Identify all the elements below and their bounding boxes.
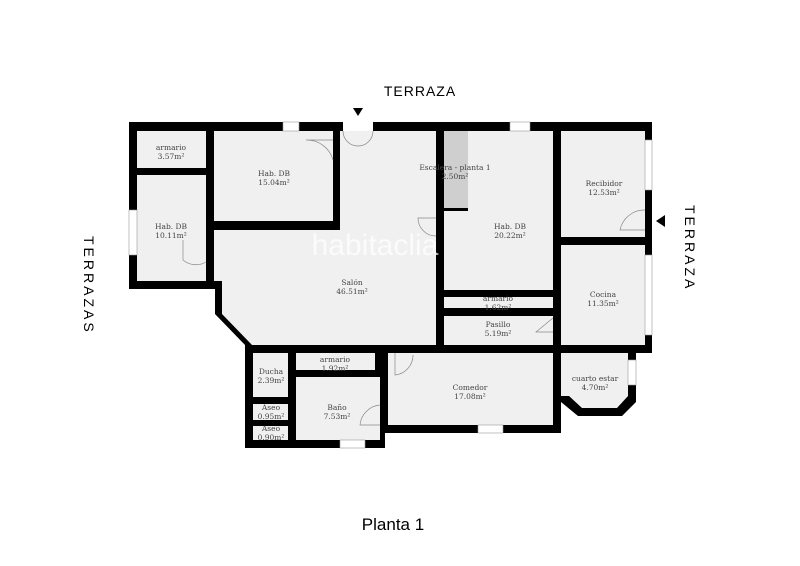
room-name-label: Ducha [259,367,284,376]
room-name-label: Escalera - planta 1 [419,163,490,172]
room-area-label: 15.04m² [258,178,290,187]
door-swing [342,130,374,147]
door-swing [305,139,334,161]
window [644,254,653,336]
room-escalera [444,131,468,208]
room-name-label: Baño [327,403,347,412]
floor-title: Planta 1 [362,515,424,534]
room-hab-db-15 [214,131,333,221]
room-area-label: 1.62m² [485,303,512,312]
room-name-label: Hab. DB [155,222,188,231]
door-swing [394,353,414,376]
room-area-label: 17.08m² [454,392,486,401]
room-area-label: 2.50m² [442,172,469,181]
room-area-label: 12.53m² [588,188,620,197]
watermark: habitaclia [312,229,439,262]
room-salon [222,131,436,345]
room-cuarto-estar [561,353,628,408]
room-area-label: 1.92m² [322,364,349,373]
room-name-label: cuarto estar [572,374,619,383]
door-swing [417,217,437,237]
room-name-label: Cocina [590,290,617,299]
room-hab-db-10 [137,175,206,281]
room-area-label: 5.19m² [485,329,512,338]
room-hab-db-20 [468,131,553,211]
room-aseo-1 [253,404,288,420]
top-terrace-label: TERRAZA [384,83,456,99]
door-swing [359,404,381,426]
room-area-label: 11.35m² [587,299,619,308]
room-salon-left [214,230,224,281]
room-name-label: Hab. DB [258,169,291,178]
left-terrace-label: TERRAZAS [81,236,97,335]
room-area-label: 3.57m² [158,152,185,161]
room-area-label: 20.22m² [494,231,526,240]
room-name-label: Comedor [453,383,488,392]
room-name-label: Pasillo [486,320,511,329]
window [339,439,366,449]
door-swing [619,209,646,231]
entrance-arrow-icon [353,108,363,116]
room-area-label: 0.95m² [258,412,285,421]
window [627,359,637,386]
room-cocina [561,245,645,345]
window [128,209,138,256]
window [282,121,300,132]
entrance-arrow-icon [656,215,665,227]
room-armario-1 [137,131,206,168]
room-comedor [388,353,553,425]
room-armario-3 [296,353,375,370]
room-name-label: Hab. DB [494,222,527,231]
room-ducha [253,353,288,397]
right-terrace-label: TERRAZA [682,205,698,291]
room-armario-2 [444,297,553,308]
room-area-label: 0.90m² [258,433,285,442]
window [644,139,653,191]
room-name-label: Recibidor [586,179,623,188]
door-swing [535,317,554,333]
room-area-label: 7.53m² [324,412,351,421]
room-name-label: Aseo [261,424,281,433]
room-aseo-2 [253,426,288,440]
room-name-label: armario [320,355,351,364]
door-swing [182,240,207,266]
window [477,424,504,434]
room-area-label: 46.51m² [336,287,368,296]
room-pasillo [444,316,553,345]
room-name-label: Salón [341,278,363,287]
room-area-label: 2.39m² [258,376,285,385]
room-recibidor [561,131,645,237]
room-hab-db-20b [444,211,553,290]
room-bano [296,377,380,440]
room-name-label: armario [156,143,187,152]
room-name-label: armario [483,294,514,303]
window [509,121,531,132]
room-name-label: Aseo [261,403,281,412]
room-area-label: 10.11m² [155,231,187,240]
entrance-door[interactable] [343,122,373,131]
room-area-label: 4.70m² [582,383,609,392]
